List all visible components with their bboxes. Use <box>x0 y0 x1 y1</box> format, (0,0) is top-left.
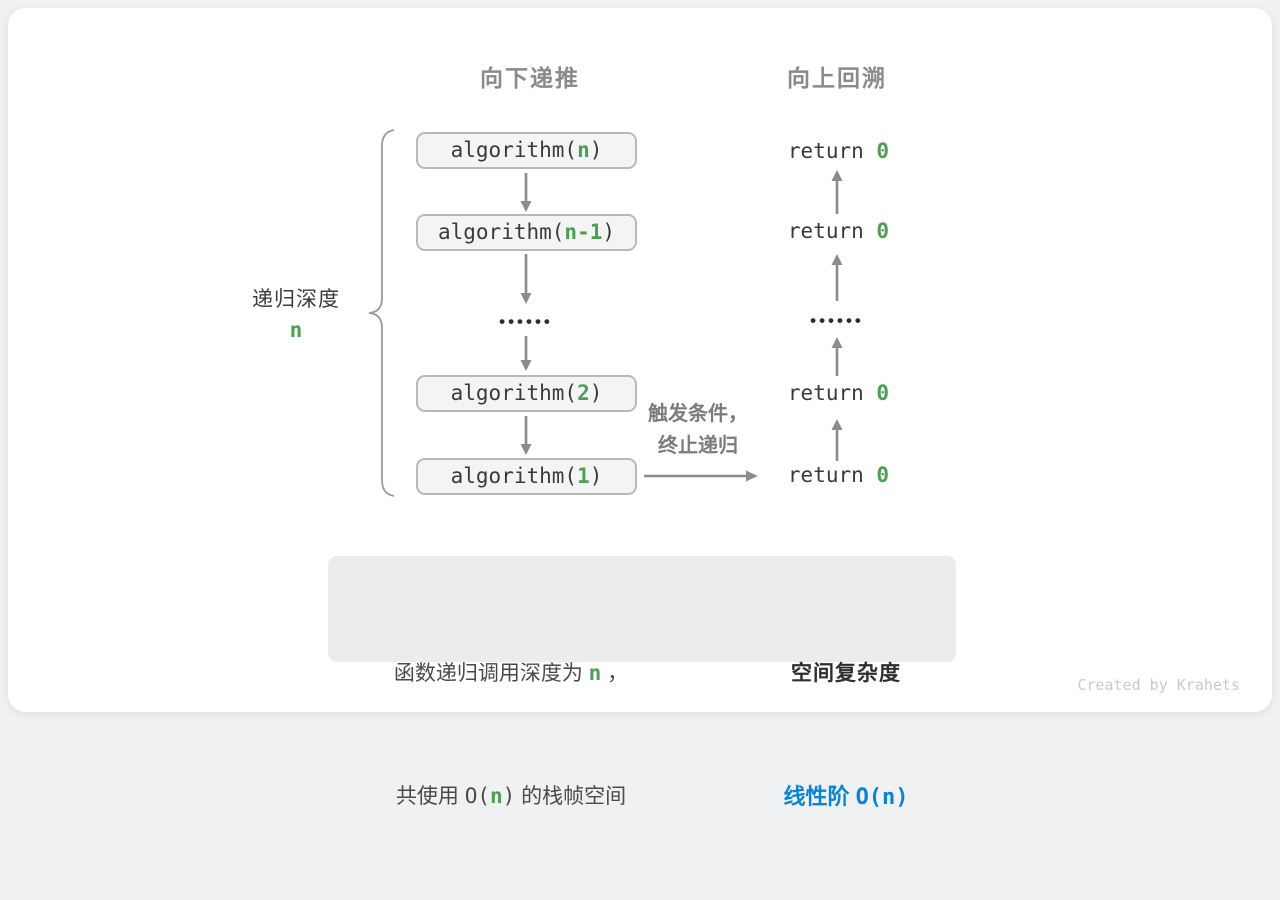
return-value: 0 <box>876 219 890 243</box>
return-text: return <box>787 463 877 487</box>
space-complexity-order: 线性阶 <box>783 784 856 809</box>
summary-statement-line1: 函数递归调用深度为 n ， <box>350 653 672 694</box>
space-complexity-result: 线性阶 O(n) <box>746 776 946 818</box>
diagram-canvas: 向下递推 向上回溯 递归深度 n algorithm(n) algorithm(… <box>8 8 1272 810</box>
return-row-2: return 0 <box>757 218 920 244</box>
call-box-arg: n-1 <box>564 220 603 244</box>
depth-variable: n <box>226 318 366 342</box>
return-text: return <box>787 219 877 243</box>
call-box-algorithm-n-1: algorithm(n-1) <box>416 214 637 251</box>
return-text: return <box>787 381 877 405</box>
call-box-algorithm-2: algorithm(2) <box>416 375 637 412</box>
return-row-1: return 0 <box>757 138 920 164</box>
summary-text: 函数递归调用深度为 <box>393 662 589 685</box>
call-box-text: ) <box>589 381 603 405</box>
return-text: return <box>787 139 877 163</box>
return-value: 0 <box>876 139 890 163</box>
space-complexity-big-o: O(n) <box>855 785 909 810</box>
depth-variable-n: n <box>289 318 303 342</box>
return-row-3: return 0 <box>757 380 920 406</box>
summary-var-n: n <box>489 784 503 808</box>
call-box-algorithm-n: algorithm(n) <box>416 132 637 169</box>
header-recurse-down-label: 向下递推 <box>480 65 580 91</box>
call-box-arg: 1 <box>577 464 590 488</box>
call-box-text: algorithm( <box>450 381 578 405</box>
call-box-text: ) <box>602 220 616 244</box>
summary-panel <box>328 556 956 662</box>
summary-big-o-open: O( <box>464 784 490 808</box>
space-complexity-title: 空间复杂度 <box>791 662 901 685</box>
call-box-text: algorithm( <box>450 464 578 488</box>
call-box-text: algorithm( <box>437 220 565 244</box>
return-value: 0 <box>876 381 890 405</box>
base-case-note: 触发条件， 终止递归 <box>638 398 758 462</box>
summary-var-n: n <box>588 661 602 685</box>
summary-text: ， <box>601 662 629 685</box>
base-case-note-line2: 终止递归 <box>658 435 738 457</box>
summary-text: 共使用 <box>395 785 465 808</box>
summary-statement-line2: 共使用 O(n) 的栈帧空间 <box>350 776 672 817</box>
call-box-algorithm-1: algorithm(1) <box>416 458 637 495</box>
base-case-note-line1: 触发条件， <box>648 403 748 425</box>
watermark-credit: Created by Krahets <box>1077 676 1240 694</box>
return-ellipsis: •••••• <box>810 311 864 330</box>
depth-label: 递归深度 <box>252 288 340 311</box>
header-backtrack-up-label: 向上回溯 <box>787 65 887 91</box>
call-box-text: ) <box>589 464 603 488</box>
header-recurse-down: 向下递推 <box>420 59 640 93</box>
return-value: 0 <box>876 463 890 487</box>
summary-statement: 函数递归调用深度为 n ， 共使用 O(n) 的栈帧空间 <box>350 571 672 899</box>
call-box-arg: n <box>577 138 590 162</box>
header-backtrack-up: 向上回溯 <box>727 59 947 93</box>
call-stack-ellipsis: •••••• <box>499 312 553 331</box>
call-box-arg: 2 <box>577 381 590 405</box>
summary-text: 的栈帧空间 <box>515 785 627 808</box>
return-row-4: return 0 <box>757 462 920 488</box>
call-box-text: ) <box>589 138 603 162</box>
summary-big-o-close: ) <box>502 784 516 808</box>
summary-conclusion: 空间复杂度 线性阶 O(n) <box>746 571 946 900</box>
call-box-text: algorithm( <box>450 138 578 162</box>
